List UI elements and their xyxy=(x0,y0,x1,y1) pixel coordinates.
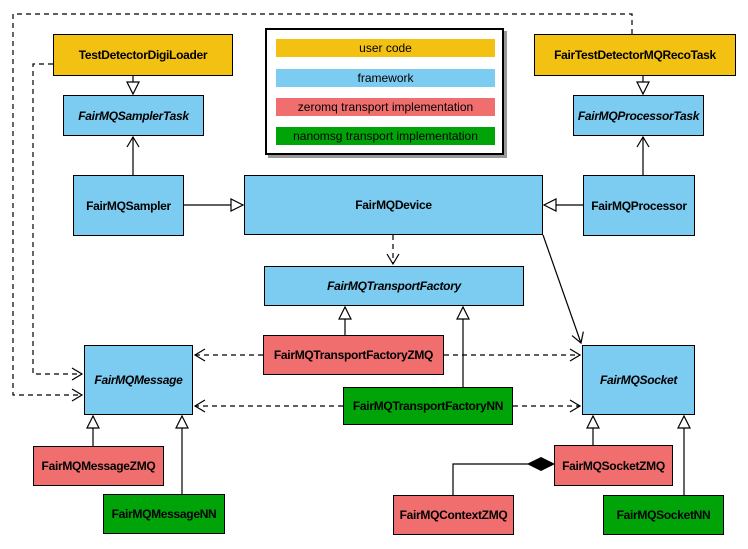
node-fairtestdetectormqrecotask: FairTestDetectorMQRecoTask xyxy=(534,34,736,76)
node-fairmqprocessortask: FairMQProcessorTask xyxy=(573,95,704,136)
edge-association-device-socket xyxy=(542,234,584,345)
legend-item-framework: framework xyxy=(276,69,495,87)
node-fairmqsampler: FairMQSampler xyxy=(73,175,184,236)
node-fairmqsocketnn: FairMQSocketNN xyxy=(603,495,724,535)
legend-item-zeromq: zeromq transport implementation xyxy=(276,98,495,116)
legend-item-nanomsg: nanomsg transport implementation xyxy=(276,127,495,145)
node-fairmqsamplertask: FairMQSamplerTask xyxy=(63,95,204,136)
legend: user code framework zeromq transport imp… xyxy=(265,28,504,155)
edge-dependency-digiloader-message xyxy=(32,63,84,381)
legend-item-user-code: user code xyxy=(276,39,495,57)
node-fairmqmessagezmq: FairMQMessageZMQ xyxy=(33,446,164,486)
node-fairmqtransportfactoryzmq: FairMQTransportFactoryZMQ xyxy=(263,335,444,375)
node-fairmqmessagenn: FairMQMessageNN xyxy=(103,494,225,534)
node-fairmqprocessor: FairMQProcessor xyxy=(583,175,695,236)
node-fairmqsocketzmq: FairMQSocketZMQ xyxy=(554,445,673,486)
node-fairmqtransportfactory: FairMQTransportFactory xyxy=(264,266,524,306)
node-fairmqcontextzmq: FairMQContextZMQ xyxy=(393,495,514,535)
composition-diamond-icon xyxy=(526,456,556,472)
edge-composition-contextzmq-socketzmq xyxy=(452,463,528,495)
node-fairmqtransportfactorynn: FairMQTransportFactoryNN xyxy=(343,387,513,425)
node-fairmqmessage: FairMQMessage xyxy=(84,345,193,415)
node-fairmqdevice: FairMQDevice xyxy=(244,175,543,235)
node-fairmqsocket: FairMQSocket xyxy=(582,345,695,415)
node-testdetectordigiloader: TestDetectorDigiLoader xyxy=(53,34,233,76)
edge-dependency-recotask-message xyxy=(12,13,633,402)
